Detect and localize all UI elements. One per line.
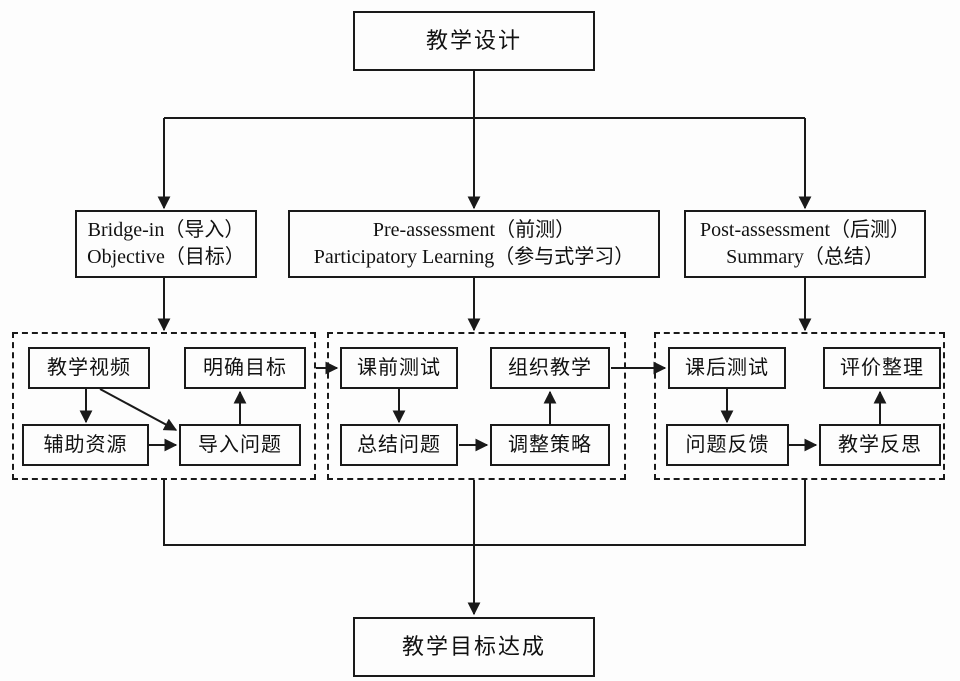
- node-teaching-design: 教学设计: [353, 11, 595, 71]
- node-label: 明确目标: [203, 356, 287, 379]
- node-label: 评价整理: [840, 356, 924, 379]
- node-label: 问题反馈: [685, 433, 770, 456]
- node-summarize-questions: 总结问题: [340, 424, 458, 466]
- node-question-feedback: 问题反馈: [666, 424, 789, 466]
- branch-line2: Participatory Learning（参与式学习）: [313, 246, 635, 268]
- node-clear-objective: 明确目标: [184, 347, 306, 389]
- edge-left-group-to-result: [163, 480, 474, 546]
- edge-video-to-leadin-question: [99, 388, 178, 431]
- node-label: 教学视频: [47, 356, 131, 379]
- branch-line2: Summary（总结）: [726, 246, 884, 268]
- node-label: 导入问题: [198, 433, 282, 456]
- node-label: 教学目标达成: [401, 634, 546, 660]
- node-label: 课后测试: [685, 356, 769, 379]
- branch-line1: Bridge-in（导入）: [87, 219, 245, 241]
- branch-line1: Pre-assessment（前测）: [372, 219, 576, 241]
- dashed-group-bridge-in: [12, 332, 316, 480]
- branch-line1: Post-assessment（后测）: [700, 219, 910, 241]
- node-branch-bridge-in-objective: Bridge-in（导入） Objective（目标）: [75, 210, 257, 278]
- node-branch-postassessment-summary: Post-assessment（后测） Summary（总结）: [684, 210, 926, 278]
- dashed-group-participatory: [327, 332, 626, 480]
- node-teaching-reflection: 教学反思: [819, 424, 941, 466]
- node-pre-class-test: 课前测试: [340, 347, 458, 389]
- node-lead-in-question: 导入问题: [179, 424, 301, 466]
- branch-line2: Objective（目标）: [87, 246, 245, 268]
- edge-right-group-to-result: [474, 480, 806, 546]
- node-branch-preassessment-learning: Pre-assessment（前测） Participatory Learnin…: [288, 210, 660, 278]
- node-label: 教学反思: [838, 433, 922, 456]
- node-organize-teaching: 组织教学: [490, 347, 610, 389]
- node-post-class-test: 课后测试: [668, 347, 786, 389]
- node-label: 教学设计: [425, 28, 522, 54]
- node-goal-achievement: 教学目标达成: [353, 617, 595, 677]
- node-label: 课前测试: [357, 356, 441, 379]
- node-evaluation-sorting: 评价整理: [823, 347, 941, 389]
- node-adjust-strategy: 调整策略: [490, 424, 610, 466]
- node-label: 辅助资源: [43, 433, 128, 456]
- node-label: 调整策略: [508, 433, 592, 456]
- node-auxiliary-resources: 辅助资源: [22, 424, 149, 466]
- node-teaching-video: 教学视频: [28, 347, 150, 389]
- node-label: 总结问题: [357, 433, 441, 456]
- dashed-group-post-summary: [654, 332, 945, 480]
- node-label: 组织教学: [508, 356, 592, 379]
